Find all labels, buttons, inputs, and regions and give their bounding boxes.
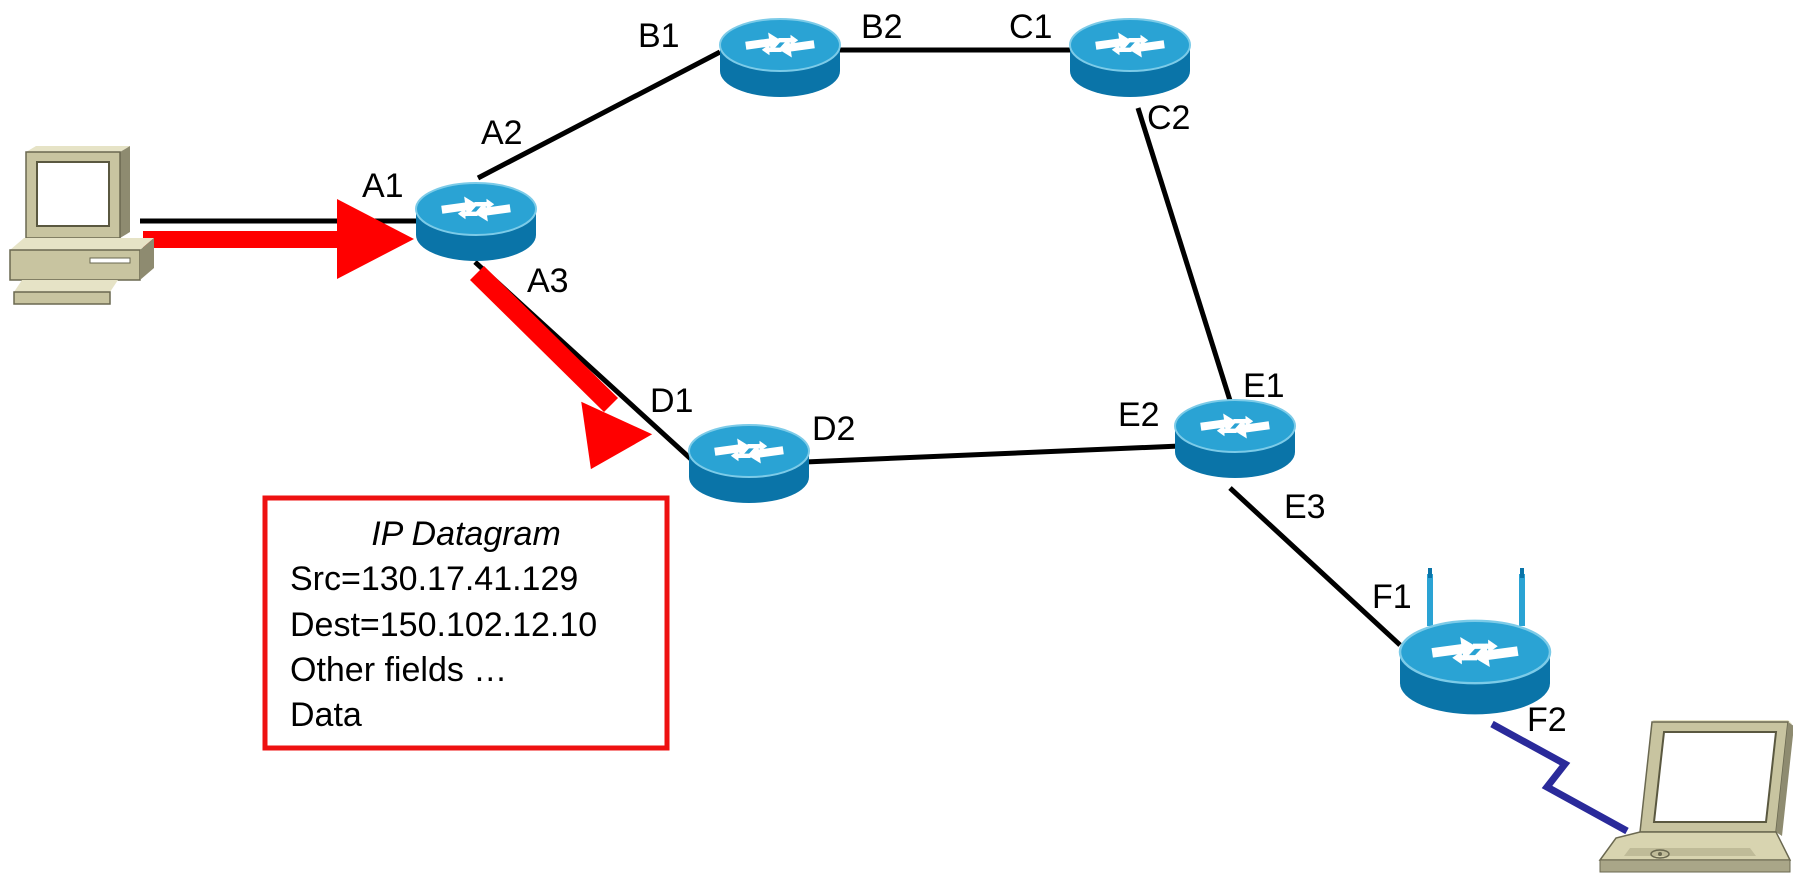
arrow-a-to-d (470, 266, 653, 470)
link-a-b (476, 49, 722, 181)
link-d-e (804, 443, 1181, 465)
datagram-src: Src=130.17.41.129 (290, 560, 578, 598)
port-label-d2: D2 (812, 410, 855, 448)
port-label-e2: E2 (1118, 396, 1160, 434)
port-label-e1: E1 (1243, 367, 1285, 405)
datagram-title: IP Datagram (371, 515, 561, 553)
laptop-computer-icon (1598, 720, 1793, 873)
flow-arrows (143, 199, 653, 470)
port-label-f2: F2 (1527, 701, 1567, 739)
port-label-c1: C1 (1009, 8, 1052, 46)
port-label-c2: C2 (1147, 99, 1190, 137)
port-label-e3: E3 (1284, 488, 1326, 526)
port-label-b1: B1 (638, 17, 680, 55)
ip-datagram-box: IP Datagram Src=130.17.41.129 Dest=150.1… (262, 495, 670, 751)
desktop-computer-icon (9, 146, 154, 305)
router-icon-a[interactable] (415, 182, 537, 262)
link-c-e (1135, 107, 1236, 411)
datagram-dest: Dest=150.102.12.10 (290, 606, 597, 644)
port-label-a2: A2 (481, 114, 523, 152)
router-icon-e[interactable] (1174, 399, 1296, 479)
wireless-router-icon-f[interactable] (1398, 568, 1552, 716)
port-label-f1: F1 (1372, 578, 1412, 616)
datagram-data: Data (290, 696, 362, 734)
arrow-desktop-to-a (143, 199, 414, 279)
port-label-a1: A1 (362, 167, 404, 205)
port-label-a3: A3 (527, 262, 569, 300)
wireless-link (1490, 720, 1629, 835)
datagram-other-fields: Other fields … (290, 651, 507, 689)
port-labels: A1 A2 A3 B1 B2 C1 C2 D1 D2 E1 E2 E3 F1 F… (362, 8, 1567, 739)
router-icon-d[interactable] (688, 424, 810, 504)
port-label-b2: B2 (861, 8, 903, 46)
link-e-f (1228, 486, 1402, 647)
router-icon-b[interactable] (719, 18, 841, 98)
router-icon-c[interactable] (1069, 18, 1191, 98)
antenna-icon (1427, 568, 1525, 626)
port-label-d1: D1 (650, 382, 693, 420)
